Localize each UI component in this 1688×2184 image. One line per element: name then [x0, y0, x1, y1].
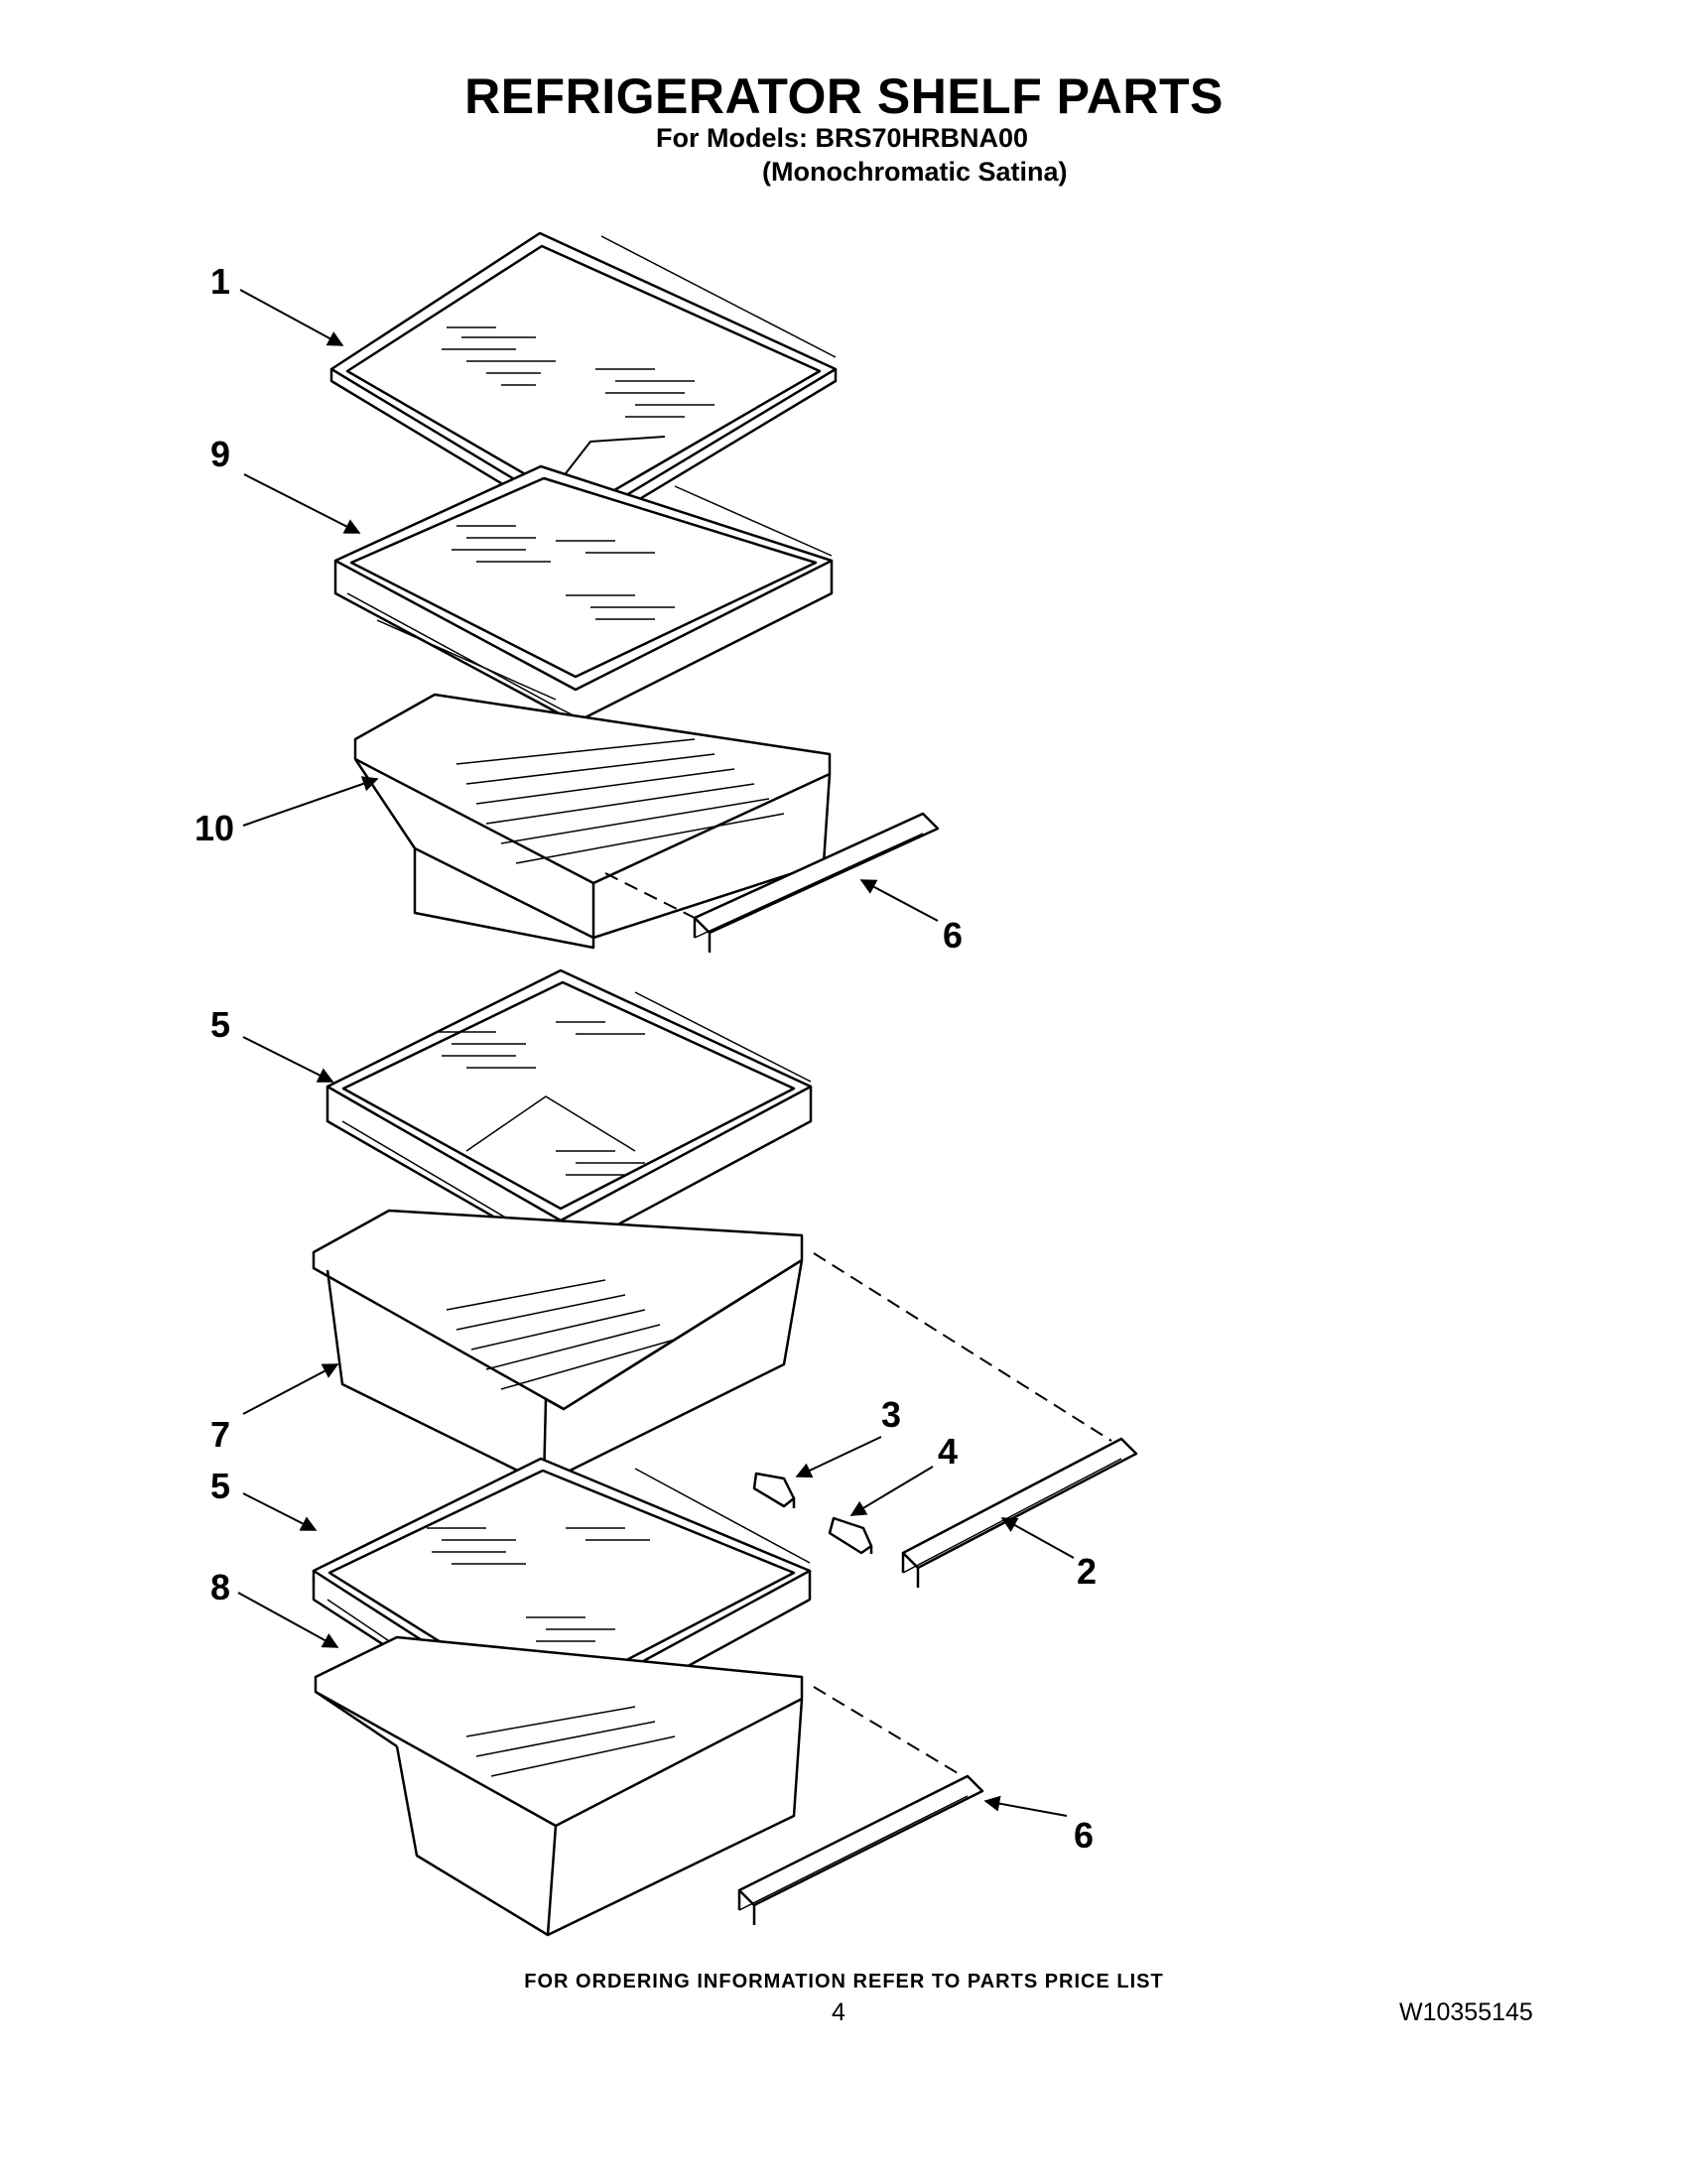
callout-6-upper: 6 [943, 915, 963, 956]
leader-arrow-10 [242, 776, 379, 827]
leader-arrow-7 [242, 1363, 339, 1415]
callout-5-upper: 5 [210, 1004, 230, 1045]
clip-part-4 [828, 1516, 873, 1555]
document-number: W10355145 [1399, 1998, 1533, 2026]
leader-arrow-5-upper [242, 1036, 334, 1083]
leader-arrow-6-lower [983, 1795, 1068, 1817]
callout-3: 3 [881, 1394, 901, 1435]
glass-shelf-part-9 [333, 464, 834, 724]
callout-6-lower: 6 [1074, 1815, 1094, 1856]
drawer-rail-part-2 [901, 1437, 1138, 1588]
callout-5-lower: 5 [210, 1466, 230, 1506]
leader-arrow-8 [237, 1592, 339, 1648]
callout-10: 10 [195, 808, 234, 848]
drawer-rail-part-6-upper [693, 812, 940, 953]
leader-arrow-2 [1000, 1517, 1075, 1559]
page-title: REFRIGERATOR SHELF PARTS [464, 68, 1224, 124]
leader-arrow-1 [239, 289, 344, 346]
variant-line: (Monochromatic Satina) [762, 157, 1068, 187]
leader-arrow-6-upper [859, 879, 939, 922]
model-info: For Models: BRS70HRBNA00 (Monochromatic … [656, 121, 1068, 189]
callout-4: 4 [938, 1431, 958, 1472]
callout-9: 9 [210, 434, 230, 474]
clip-part-3 [752, 1472, 796, 1508]
leader-arrow-5-lower [242, 1492, 318, 1531]
crisper-drawer-part-8 [314, 1635, 804, 1937]
page-number: 4 [832, 1998, 845, 2026]
callout-8: 8 [210, 1567, 230, 1607]
leader-arrow-4 [849, 1466, 934, 1516]
leader-arrow-9 [243, 473, 361, 534]
leader-arrow-3 [795, 1436, 882, 1478]
ordering-note: FOR ORDERING INFORMATION REFER TO PARTS … [524, 1971, 1164, 1992]
models-line: For Models: BRS70HRBNA00 [656, 123, 1029, 153]
callout-7: 7 [210, 1414, 230, 1455]
callout-2: 2 [1077, 1551, 1097, 1592]
drawer-rail-part-6-lower [737, 1774, 984, 1925]
callout-1: 1 [210, 261, 230, 302]
